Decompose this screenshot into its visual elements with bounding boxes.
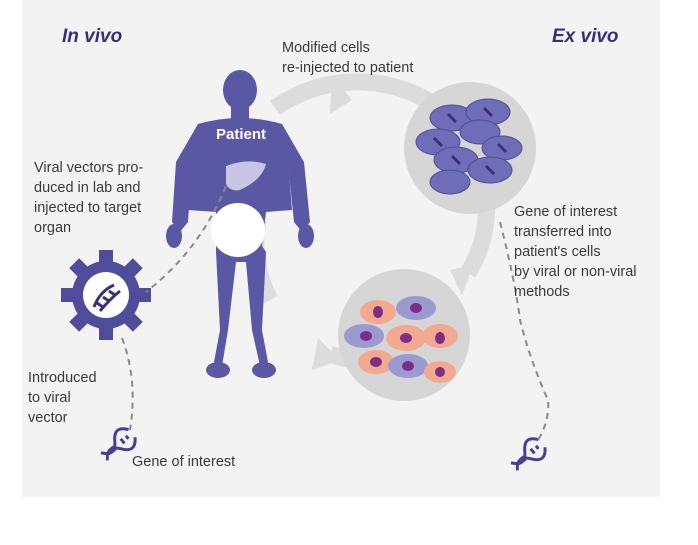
gene-transfer-label-line3: patient's cells <box>514 244 601 260</box>
gene-transfer-label-line4: by viral or non-viral <box>514 264 637 280</box>
introduced-label-line2: to viral <box>28 390 71 406</box>
gene-of-interest-label: Gene of interest <box>132 454 236 470</box>
modified-cells-label-line2: re-injected to patient <box>282 60 414 76</box>
introduced-label-line1: Introduced <box>28 370 97 386</box>
viral-vectors-label-line4: organ <box>34 220 72 236</box>
viral-vectors-label-line1: Viral vectors pro- <box>34 160 144 176</box>
modified-cells-label-line1: Modified cells <box>282 40 370 56</box>
in-vivo-heading: In vivo <box>62 26 123 47</box>
gene-transfer-label-line2: transferred into <box>514 224 612 240</box>
right-margin <box>660 0 698 497</box>
liver-icon <box>226 161 266 191</box>
dna-icon <box>510 437 547 471</box>
left-margin <box>0 0 22 497</box>
gear-viral-vector-icon <box>61 250 151 340</box>
dna-icon <box>100 427 137 461</box>
introduced-label-line3: vector <box>28 410 68 426</box>
ex-vivo-cells <box>404 82 536 214</box>
viral-vectors-label-line3: injected to target <box>34 200 142 216</box>
modified-cells <box>338 269 470 401</box>
cycle-arrowheads <box>312 76 473 370</box>
gene-transfer-label-line5: methods <box>514 284 570 300</box>
patient-label: Patient <box>216 126 267 143</box>
viral-vectors-label-line2: duced in lab and <box>34 180 141 196</box>
dashed-connectors <box>121 185 550 441</box>
injection-site-circle <box>211 203 265 257</box>
ex-vivo-heading: Ex vivo <box>552 26 619 47</box>
gene-transfer-label-line1: Gene of interest <box>514 204 618 220</box>
